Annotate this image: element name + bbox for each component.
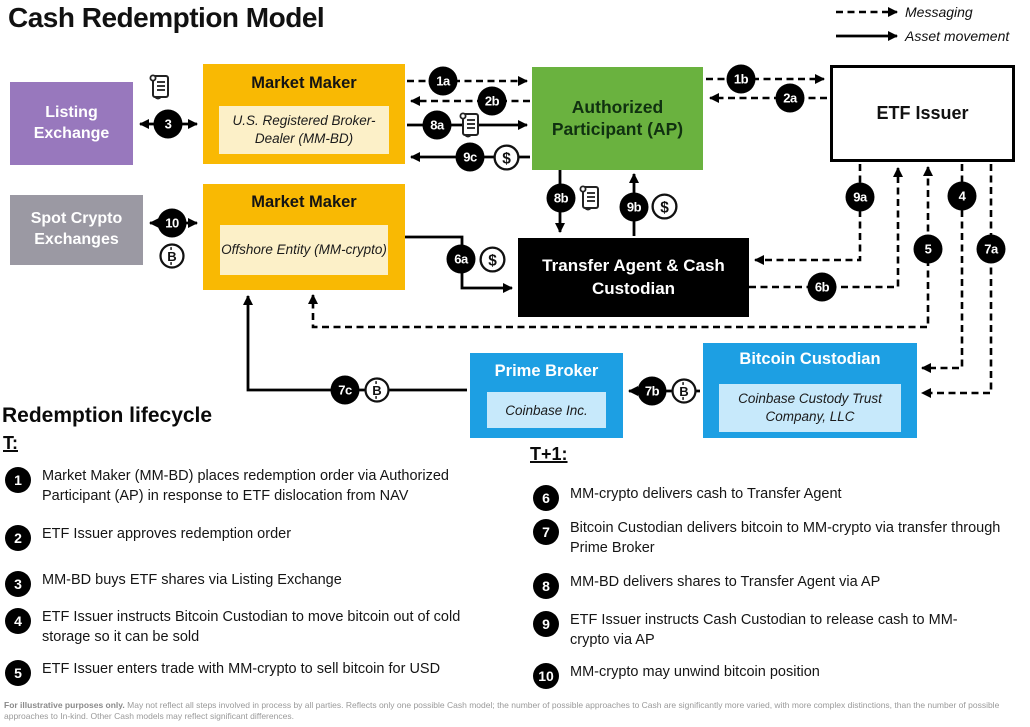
listing-exchange-label: Listing Exchange <box>33 103 110 142</box>
transfer-agent-label: Transfer Agent & Cash Custodian <box>542 256 725 298</box>
order-scroll-icon <box>576 183 604 218</box>
step-marker-7a: 7a <box>976 234 1006 264</box>
lifecycle-item-5: 5 ETF Issuer enters trade with MM-crypto… <box>5 659 505 686</box>
bitcoin-custodian-subtitle: Coinbase Custody Trust Company, LLC <box>719 384 901 432</box>
step-number-badge: 5 <box>5 660 31 686</box>
market-maker-bd-title: Market Maker <box>251 74 357 92</box>
order-scroll-icon <box>146 72 174 107</box>
step-text: MM-BD delivers shares to Transfer Agent … <box>570 574 881 590</box>
bitcoin-custodian-title: Bitcoin Custodian <box>739 350 881 368</box>
lifecycle-item-4: 4 ETF Issuer instructs Bitcoin Custodian… <box>5 607 498 647</box>
lifecycle-t-label: T: <box>3 433 18 453</box>
step-number-badge: 10 <box>533 663 559 689</box>
spot-crypto-exchanges-label: Spot Crypto Exchanges <box>30 210 123 248</box>
step-marker-7b: 7b <box>637 376 667 406</box>
step-number-badge: 1 <box>5 467 31 493</box>
lifecycle-item-6: 6 MM-crypto delivers cash to Transfer Ag… <box>533 484 1003 511</box>
lifecycle-item-9: 9 ETF Issuer instructs Cash Custodian to… <box>533 610 993 650</box>
step-text: ETF Issuer instructs Bitcoin Custodian t… <box>42 609 461 645</box>
step-marker-8b: 8b <box>546 183 576 213</box>
cash-dollar-icon: $ <box>492 143 521 177</box>
step-number-badge: 2 <box>5 525 31 551</box>
cash-dollar-icon: $ <box>478 245 507 279</box>
legend-asset-label: Asset movement <box>905 28 1010 44</box>
svg-text:$: $ <box>488 252 497 269</box>
step-number-badge: 4 <box>5 608 31 634</box>
market-maker-bd-box: Market Maker U.S. Registered Broker-Deal… <box>203 64 405 164</box>
svg-text:B: B <box>167 249 176 264</box>
bitcoin-icon: B <box>158 242 186 275</box>
legend-messaging-label: Messaging <box>905 4 973 20</box>
spot-crypto-exchanges-box: Spot Crypto Exchanges <box>10 195 143 265</box>
transfer-agent-box: Transfer Agent & Cash Custodian <box>518 238 749 317</box>
market-maker-crypto-title: Market Maker <box>251 193 357 211</box>
step-marker-1b: 1b <box>726 64 756 94</box>
step-marker-6b: 6b <box>807 272 837 302</box>
svg-text:B: B <box>679 384 688 399</box>
footnote: For illustrative purposes only. May not … <box>4 700 1022 723</box>
step-number-badge: 7 <box>533 519 559 545</box>
step-text: MM-crypto delivers cash to Transfer Agen… <box>570 486 842 502</box>
etf-issuer-box: ETF Issuer <box>830 65 1015 162</box>
step-marker-3: 3 <box>153 109 183 139</box>
lifecycle-item-10: 10 MM-crypto may unwind bitcoin position <box>533 662 1003 689</box>
step-number-badge: 6 <box>533 485 559 511</box>
order-scroll-icon <box>456 110 484 145</box>
step-text: Bitcoin Custodian delivers bitcoin to MM… <box>570 520 1001 556</box>
authorized-participant-box: Authorized Participant (AP) <box>532 67 703 170</box>
lifecycle-item-8: 8 MM-BD delivers shares to Transfer Agen… <box>533 572 1003 599</box>
authorized-participant-label: Authorized Participant (AP) <box>551 96 684 139</box>
lifecycle-item-1: 1 Market Maker (MM-BD) places redemption… <box>5 466 498 506</box>
step-marker-5: 5 <box>913 234 943 264</box>
market-maker-crypto-box: Market Maker Offshore Entity (MM-crypto) <box>203 184 405 290</box>
step-text: ETF Issuer instructs Cash Custodian to r… <box>570 612 958 648</box>
step-text: ETF Issuer enters trade with MM-crypto t… <box>42 661 441 677</box>
step-number-badge: 9 <box>533 611 559 637</box>
listing-exchange-box: Listing Exchange <box>10 82 133 165</box>
step-marker-1a: 1a <box>428 66 458 96</box>
step-text: MM-BD buys ETF shares via Listing Exchan… <box>42 572 342 588</box>
lifecycle-item-7: 7 Bitcoin Custodian delivers bitcoin to … <box>533 518 1003 558</box>
step-marker-9b: 9b <box>619 192 649 222</box>
step-marker-2a: 2a <box>775 83 805 113</box>
step-marker-4: 4 <box>947 181 977 211</box>
step-marker-9c: 9c <box>455 142 485 172</box>
footnote-text: May not reflect all steps involved in pr… <box>4 700 1000 722</box>
step-text: MM-crypto may unwind bitcoin position <box>570 664 820 680</box>
lifecycle-heading: Redemption lifecycle <box>2 404 213 427</box>
bitcoin-icon: B <box>670 377 698 410</box>
step-marker-8a: 8a <box>422 110 452 140</box>
step-number-badge: 3 <box>5 571 31 597</box>
cash-dollar-icon: $ <box>650 192 679 226</box>
page-title: Cash Redemption Model <box>8 2 325 33</box>
svg-text:$: $ <box>660 199 669 216</box>
svg-text:B: B <box>372 383 381 398</box>
step-number-badge: 8 <box>533 573 559 599</box>
prime-broker-subtitle: Coinbase Inc. <box>487 392 606 428</box>
prime-broker-title: Prime Broker <box>494 362 599 380</box>
lifecycle-t1-label: T+1: <box>530 444 568 464</box>
step-text: ETF Issuer approves redemption order <box>42 526 292 542</box>
prime-broker-box: Prime Broker Coinbase Inc. <box>470 353 623 438</box>
step-text: Market Maker (MM-BD) places redemption o… <box>42 468 449 504</box>
footnote-bold: For illustrative purposes only. <box>4 700 125 710</box>
market-maker-crypto-subtitle: Offshore Entity (MM-crypto) <box>220 225 388 275</box>
market-maker-bd-subtitle: U.S. Registered Broker-Dealer (MM-BD) <box>219 106 389 154</box>
step-marker-6a: 6a <box>446 244 476 274</box>
step-marker-10: 10 <box>157 208 187 238</box>
bitcoin-custodian-box: Bitcoin Custodian Coinbase Custody Trust… <box>703 343 917 438</box>
step-marker-2b: 2b <box>477 86 507 116</box>
lifecycle-item-2: 2 ETF Issuer approves redemption order <box>5 524 498 551</box>
svg-text:$: $ <box>502 150 511 167</box>
lifecycle-item-3: 3 MM-BD buys ETF shares via Listing Exch… <box>5 570 498 597</box>
step-marker-7c: 7c <box>330 375 360 405</box>
etf-issuer-label: ETF Issuer <box>876 103 969 123</box>
bitcoin-icon: B <box>363 376 391 409</box>
step-marker-9a: 9a <box>845 182 875 212</box>
